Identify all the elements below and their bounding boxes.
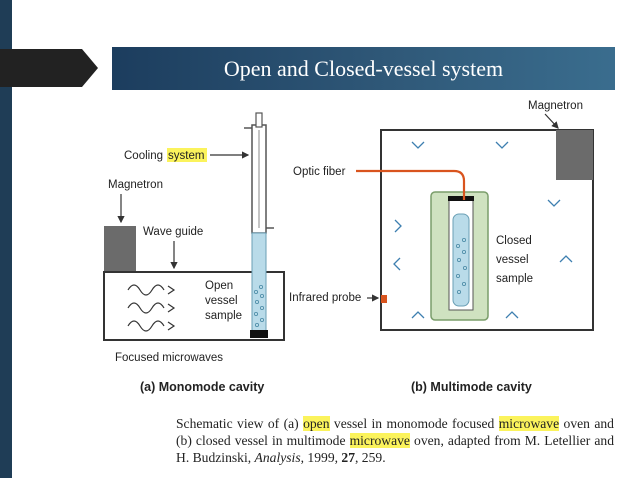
magnetron-label-a: Magnetron [108, 179, 163, 191]
magnetron-box-b [556, 130, 593, 180]
infrared-probe-label: Infrared probe [289, 292, 361, 304]
caption-highlight-open: open [303, 416, 330, 431]
monomode-caption: (a) Monomode cavity [140, 380, 264, 394]
infrared-probe [381, 295, 387, 303]
microwave-waves [127, 284, 165, 332]
vessel-label-b: vessel [496, 254, 529, 266]
vessel-base [250, 330, 268, 338]
caption-part-5: oven and (b) closed vessel in multimode [176, 416, 614, 448]
figure-caption: Schematic view of (a) open vessel in mon… [176, 415, 614, 466]
multimode-caption: (b) Multimode cavity [411, 380, 532, 394]
open-vessel-tube [251, 232, 267, 332]
sample-label-a: sample [205, 310, 242, 322]
optic-fiber-line [356, 169, 466, 200]
vessel-label-a: vessel [205, 295, 238, 307]
caption-highlight-microwave-2: microwave [349, 433, 410, 448]
wave-guide-label: Wave guide [143, 226, 203, 238]
caption-part-9: , 1999, [300, 450, 342, 465]
caption-highlight-microwave-1: microwave [498, 416, 560, 431]
left-accent-bar [0, 0, 12, 478]
arrow-tab-shape [0, 49, 98, 87]
magnetron-label-b: Magnetron [528, 100, 583, 112]
caption-part-11: , 259. [355, 450, 386, 465]
multimode-diagram: Magnetron Optic fiber Infrared probe Clo… [289, 100, 594, 394]
sample-label-b: sample [496, 273, 533, 285]
highlight-system [167, 148, 207, 162]
system-label: system [168, 150, 204, 162]
focused-microwaves-label: Focused microwaves [115, 352, 223, 364]
caption-journal: Analysis [254, 450, 301, 465]
optic-fiber-label: Optic fiber [293, 166, 346, 178]
title-bar: Open and Closed-vessel system [112, 47, 615, 90]
cooling-label: Cooling [124, 150, 163, 162]
closed-label: Closed [496, 235, 532, 247]
caption-part-1: Schematic view of (a) [176, 416, 304, 431]
caption-part-3: vessel in monomode focused [329, 416, 499, 431]
caption-part-7: oven, adapted from M. Letellier and H. B… [176, 433, 614, 465]
slide-title: Open and Closed-vessel system [223, 56, 504, 81]
reflection-arrows [393, 141, 573, 319]
monomode-diagram: Cooling system Magnetron Wave guide Open… [103, 112, 285, 394]
open-label: Open [205, 280, 233, 292]
caption-volume: 27 [341, 450, 355, 465]
magnetron-box-a [104, 226, 136, 272]
